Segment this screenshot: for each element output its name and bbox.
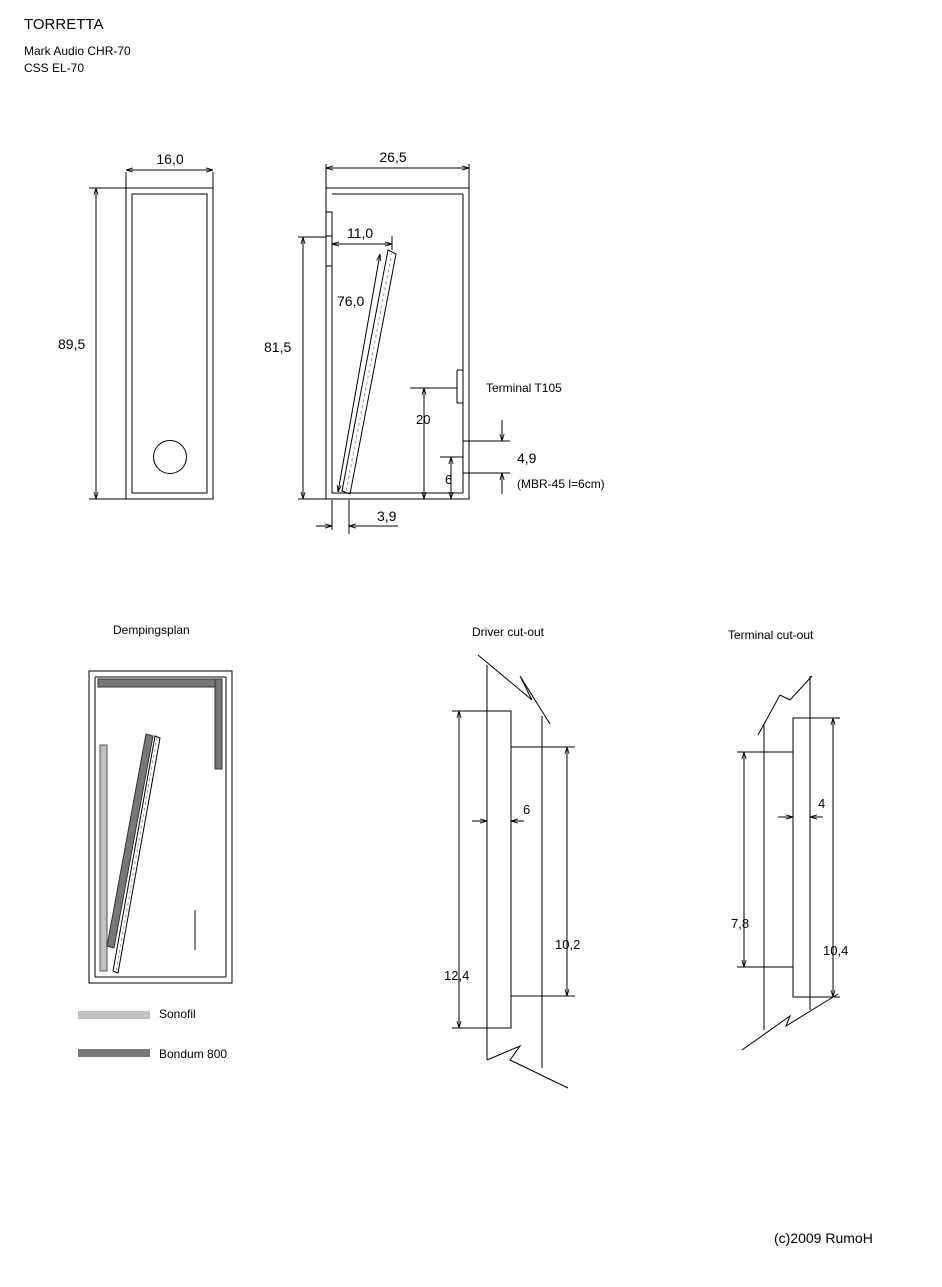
legend-label-bondum: Bondum 800 <box>159 1047 227 1061</box>
line-length-dimension <box>338 254 380 492</box>
driver-inner-label: 10,2 <box>555 937 580 952</box>
side-view: 26,5 81,5 11,0 76,0 3,9 Terminal T105 20… <box>264 149 605 534</box>
port-height-label: 6 <box>445 472 452 487</box>
top-gap-label: 11,0 <box>347 225 373 241</box>
driver-cutout: Driver cut-out 12,4 10,2 6 <box>444 625 580 1089</box>
side-width-label: 26,5 <box>379 149 406 165</box>
terminal-outer-label: 10,4 <box>823 943 848 958</box>
front-width-label: 16,0 <box>156 151 183 167</box>
front-view: 16,0 89,5 <box>58 151 214 500</box>
legend-swatch-sonofil <box>78 1011 150 1019</box>
front-inner-outline <box>131 193 208 494</box>
front-outer-outline <box>125 187 214 500</box>
terminal-recess <box>792 717 811 998</box>
bondum-line-strip <box>106 733 154 949</box>
terminal-inner-label: 7,8 <box>731 916 749 931</box>
bondum-top-strip <box>97 678 223 688</box>
port-spec-label: (MBR-45 l=6cm) <box>517 477 605 491</box>
port-diameter-label: 4,9 <box>517 450 537 466</box>
sonofil-front-strip <box>99 744 108 972</box>
driver-recess <box>486 710 512 1029</box>
driver-outer-label: 12,4 <box>444 968 469 983</box>
damping-plan-title: Dempingsplan <box>113 623 190 637</box>
bondum-back-strip <box>214 678 223 770</box>
terminal-label: Terminal T105 <box>486 381 562 395</box>
terminal-height-label: 20 <box>416 412 430 427</box>
terminal-recess-label: 4 <box>818 796 825 811</box>
driver-cutout-title: Driver cut-out <box>472 625 545 639</box>
legend-label-sonofil: Sonofil <box>159 1007 196 1021</box>
terminal-cutout-title: Terminal cut-out <box>728 628 814 642</box>
line-height-label: 81,5 <box>264 339 291 355</box>
legend-swatch-bondum <box>78 1049 150 1057</box>
port-hole <box>153 440 187 474</box>
terminal-cutout: Terminal cut-out 7,8 10,4 4 <box>728 628 848 1051</box>
damping-plan: Dempingsplan Sonofil Bondum 800 <box>78 623 233 1061</box>
front-height-label: 89,5 <box>58 336 85 352</box>
bottom-gap-label: 3,9 <box>377 508 397 524</box>
line-length-label: 76,0 <box>337 293 364 309</box>
driver-model-text: Mark Audio CHR-70 <box>24 44 131 58</box>
driver-recess-label: 6 <box>523 802 530 817</box>
alt-driver-model-text: CSS EL-70 <box>24 61 85 75</box>
page-title: TORRETTA <box>24 16 104 33</box>
copyright-text: (c)2009 RumoH <box>774 1230 873 1246</box>
side-outer-outline <box>325 187 470 500</box>
